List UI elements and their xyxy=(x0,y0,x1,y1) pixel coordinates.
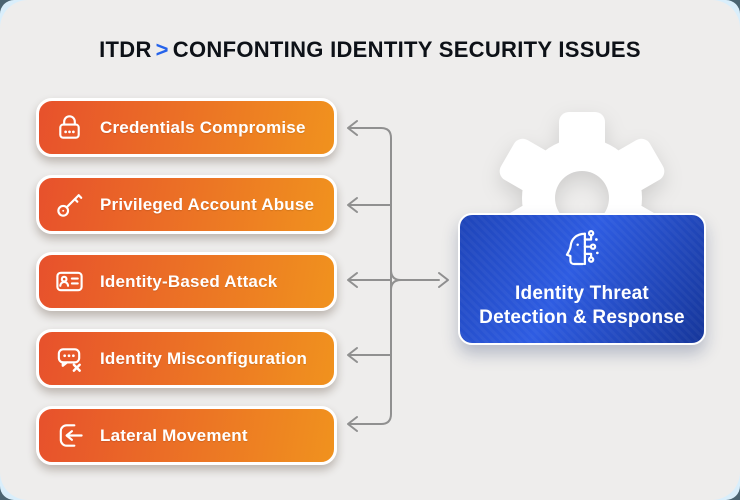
issue-label: Privileged Account Abuse xyxy=(100,194,315,214)
chat-error-icon xyxy=(54,343,85,374)
issue-card-list: Credentials Compromise Privileged Accoun… xyxy=(36,98,337,465)
id-card-icon xyxy=(54,266,85,297)
connector-spine xyxy=(349,127,392,425)
connector-fork-top xyxy=(390,269,440,281)
solution-title-line2: Detection & Response xyxy=(479,307,685,328)
issue-label: Identity Misconfiguration xyxy=(100,348,308,368)
arrowhead-left-4 xyxy=(347,347,358,363)
arrowhead-left-5 xyxy=(347,416,358,432)
login-arrow-icon xyxy=(54,420,85,451)
issue-card-identity-based-attack: Identity-Based Attack xyxy=(36,252,337,311)
solution-title: Identity Threat Detection & Response xyxy=(479,282,685,330)
issue-label: Identity-Based Attack xyxy=(100,271,278,291)
connector-fork-bottom xyxy=(390,279,402,291)
arrowhead-right xyxy=(438,272,449,288)
key-icon xyxy=(54,189,85,220)
arrowhead-left-3 xyxy=(347,272,358,288)
title-prefix: ITDR xyxy=(99,37,152,62)
issue-card-privileged-account-abuse: Privileged Account Abuse xyxy=(36,175,337,234)
ai-head-circuit-icon xyxy=(559,228,605,274)
lock-icon xyxy=(54,112,85,143)
connector-arrows xyxy=(347,120,449,432)
issue-label: Credentials Compromise xyxy=(100,117,306,137)
issue-card-credentials-compromise: Credentials Compromise xyxy=(36,98,337,157)
issue-card-identity-misconfiguration: Identity Misconfiguration xyxy=(36,329,337,388)
solution-title-line1: Identity Threat xyxy=(515,283,649,304)
title-separator: > xyxy=(155,37,169,62)
issue-label: Lateral Movement xyxy=(100,425,248,445)
solution-box: Identity Threat Detection & Response xyxy=(458,213,706,345)
arrowhead-left-1 xyxy=(347,120,358,136)
page-title: ITDR>CONFONTING IDENTITY SECURITY ISSUES xyxy=(0,37,740,63)
issue-card-lateral-movement: Lateral Movement xyxy=(36,406,337,465)
arrowhead-left-2 xyxy=(347,197,358,213)
title-main: CONFONTING IDENTITY SECURITY ISSUES xyxy=(172,37,641,62)
